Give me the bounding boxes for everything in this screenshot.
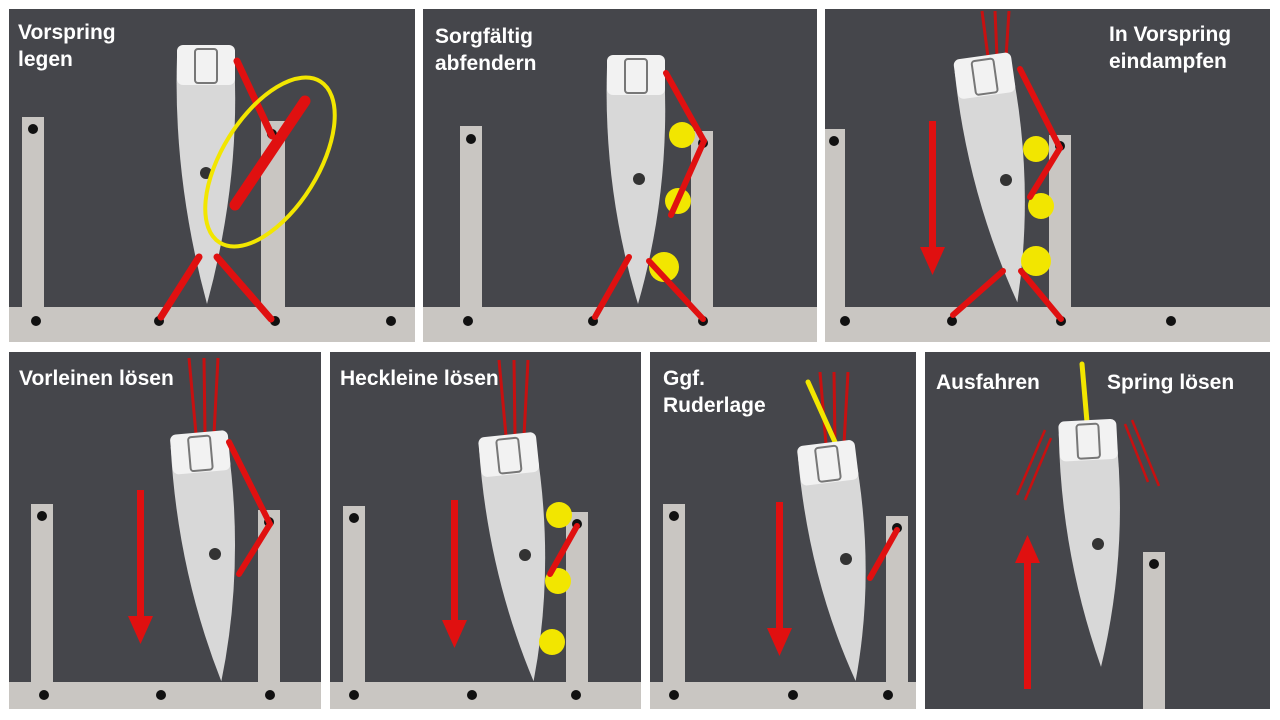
mooring-lines [547, 523, 580, 577]
step-2-panel: Sorgfältig abfendern [423, 9, 817, 342]
pier [423, 126, 817, 342]
direction-arrow [1015, 535, 1040, 689]
fender [1021, 136, 1054, 276]
warp-lines [187, 357, 220, 435]
boat-pivot [1000, 174, 1012, 186]
bollard [1149, 559, 1159, 569]
rudder-indicator [1079, 361, 1090, 425]
bollard [463, 134, 708, 326]
released-lines [1015, 419, 1161, 501]
step-7-diagram [1015, 361, 1165, 709]
pier [9, 117, 415, 342]
bollard [349, 513, 582, 700]
bollard [669, 511, 902, 700]
mooring-lines [950, 66, 1064, 322]
direction-arrow [920, 121, 945, 275]
step-5-panel: Heckleine lösen [330, 352, 641, 709]
direction-arrow [128, 490, 153, 644]
boat-pivot [519, 549, 531, 561]
mooring-lines [592, 70, 707, 322]
warp-lines [980, 10, 1011, 58]
boat-pivot [840, 553, 852, 565]
step-3-caption: In Vorspring eindampfen [1109, 23, 1232, 73]
step-3-diagram [825, 10, 1270, 342]
step-4-diagram [9, 357, 321, 709]
boat [953, 52, 1025, 303]
step-2-caption: Sorgfältig abfendern [435, 25, 537, 75]
step-6-panel: Ggf. Ruderlage [650, 352, 916, 709]
step-6-diagram [650, 371, 916, 709]
step-6-caption: Ggf. Ruderlage [663, 367, 766, 417]
warp-lines [497, 359, 530, 437]
step-4-panel: Vorleinen lösen [9, 352, 321, 709]
warp-lines [818, 371, 850, 445]
direction-arrow [767, 502, 792, 656]
rudder-indicator [805, 379, 838, 445]
boat [170, 430, 236, 682]
mooring-lines [157, 57, 311, 323]
step-7-caption-left: Ausfahren [936, 371, 1040, 394]
step-3-panel: In Vorspring eindampfen [825, 9, 1270, 342]
pier [825, 129, 1270, 342]
boat [606, 55, 666, 304]
step-1-diagram [9, 45, 415, 342]
step-5-caption: Heckleine lösen [340, 367, 499, 390]
pier [650, 504, 916, 709]
boat-pivot [1092, 538, 1104, 550]
mooring-lines [867, 527, 900, 581]
step-7-caption-right: Spring lösen [1107, 371, 1235, 394]
direction-arrow [442, 500, 467, 648]
boat [1058, 419, 1120, 667]
step-1-caption: Vorspring legen [18, 21, 116, 71]
step-4-caption: Vorleinen lösen [19, 367, 174, 390]
step-1-panel: Vorspring legen [9, 9, 415, 342]
step-5-diagram [330, 359, 641, 709]
step-7-panel: Ausfahren Spring lösen [925, 352, 1270, 709]
mooring-lines [226, 439, 273, 577]
pier [1143, 552, 1165, 709]
boat [478, 432, 546, 682]
boat [797, 440, 866, 681]
bollard [37, 511, 275, 700]
boat-pivot [209, 548, 221, 560]
fender [539, 502, 572, 655]
pier [330, 506, 641, 709]
step-2-diagram [423, 55, 817, 342]
pier [9, 504, 321, 709]
highlight-ring [203, 75, 337, 249]
